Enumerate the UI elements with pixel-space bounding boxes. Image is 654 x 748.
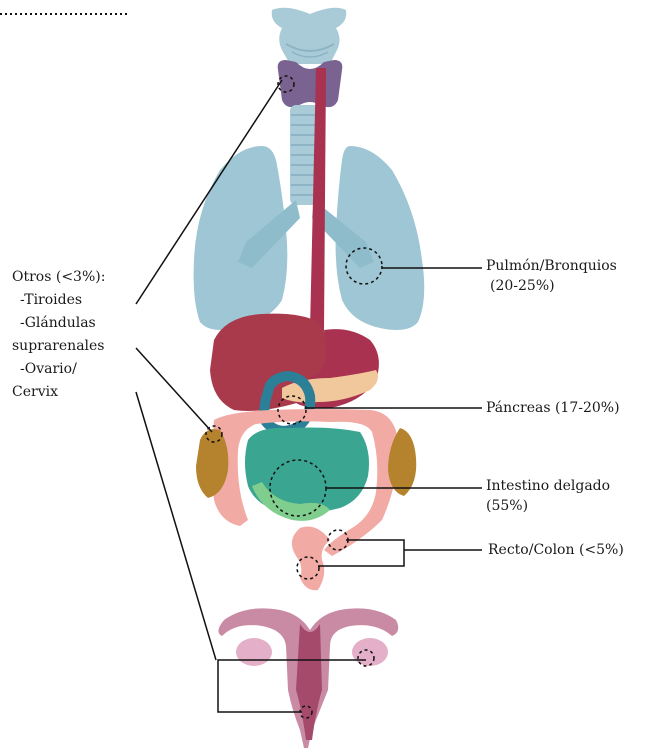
label-otros-item: Cervix [12,381,105,404]
label-intestino: Intestino delgado (55%) [486,476,610,516]
label-pancreas-line1: Páncreas (17-20%) [486,398,620,418]
label-pulmon-line1: Pulmón/Bronquios [486,256,617,276]
label-pulmon-line2: (20-25%) [486,276,617,296]
label-otros-item: -Ovario/ [12,358,105,381]
label-otros-item: -Glándulas [12,312,105,335]
label-intestino-line2: (55%) [486,496,610,516]
larynx [272,8,347,64]
label-otros: Otros (<3%): -Tiroides -Glándulas suprar… [12,266,105,404]
label-pulmon: Pulmón/Bronquios (20-25%) [486,256,617,296]
leader-otros-ovary [136,392,216,660]
label-recto-line1: Recto/Colon (<5%) [488,540,624,560]
uterus [218,608,398,748]
label-otros-item: suprarenales [12,335,105,358]
label-otros-title: Otros (<3%): [12,266,105,289]
thyroid-gland [278,60,343,107]
label-intestino-line1: Intestino delgado [486,476,610,496]
label-pancreas: Páncreas (17-20%) [486,398,620,418]
rectum [292,527,330,591]
label-recto: Recto/Colon (<5%) [488,540,624,560]
label-otros-item: -Tiroides [12,289,105,312]
leader-otros-adrenal [136,348,212,432]
